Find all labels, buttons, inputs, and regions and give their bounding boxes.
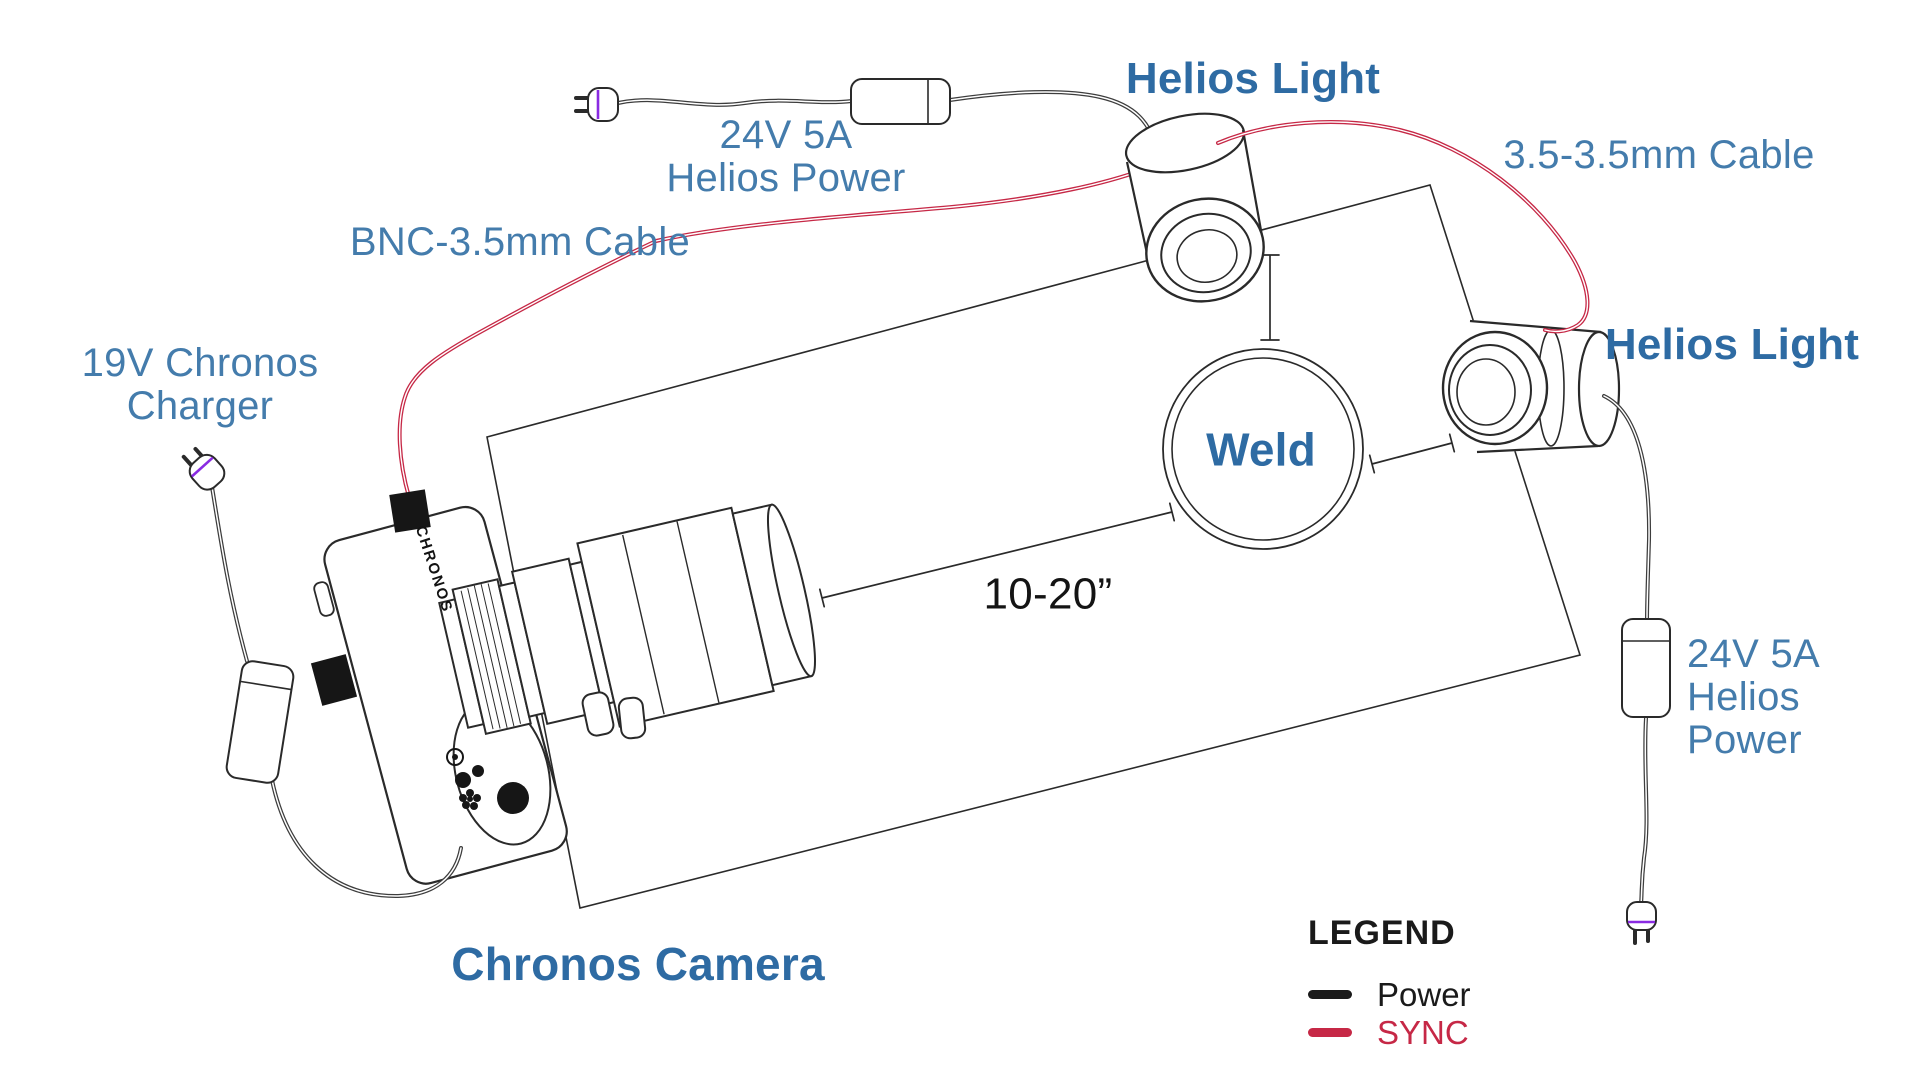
helios-right-power-line3: Power — [1687, 718, 1802, 762]
camera-lens — [438, 503, 816, 740]
helios-top-power-brick — [850, 78, 951, 125]
dimension-camera-to-weld — [818, 502, 1176, 608]
helios-top-power-label: 24V 5A Helios Power — [666, 114, 905, 200]
legend: LEGEND Power SYNC — [1308, 916, 1471, 1051]
dimension-lines — [818, 254, 1456, 608]
lens-knurling — [460, 583, 522, 730]
helios-right-power-line1: 24V 5A — [1687, 632, 1821, 676]
camera-record-button — [497, 782, 529, 814]
helios-top-power-line1: 24V 5A — [719, 113, 853, 157]
helios-right-power-label: 24V 5A Helios Power — [1687, 633, 1820, 762]
lens-switch-tab — [617, 696, 647, 740]
plug-prongs — [1633, 929, 1650, 945]
camera-distance-label: 10-20” — [983, 569, 1113, 619]
chronos-charger-cable — [210, 485, 463, 899]
camera-buttons — [446, 748, 529, 814]
plug-purple-stripe — [191, 456, 214, 478]
jack-cable-label: 3.5-3.5mm Cable — [1503, 133, 1815, 177]
legend-power-label: Power — [1377, 975, 1471, 1013]
helios-right-power-brick — [1621, 618, 1671, 718]
legend-sync-label: SYNC — [1377, 1013, 1469, 1051]
bnc-sync-cable — [397, 162, 1160, 499]
helios-light-right-label: Helios Light — [1604, 320, 1860, 369]
bnc-connector — [389, 489, 431, 533]
bnc-cable-label: BNC-3.5mm Cable — [349, 220, 691, 264]
legend-row-sync: SYNC — [1308, 1013, 1471, 1051]
power-line-swatch — [1308, 989, 1352, 999]
helios-top-wall-plug-icon — [574, 87, 619, 122]
helios-top-power-cable — [616, 90, 1160, 154]
legend-title: LEGEND — [1308, 914, 1456, 952]
legend-row-power: Power — [1308, 975, 1471, 1013]
lens-switch-tab — [581, 691, 615, 737]
chronos-camera-body — [310, 505, 568, 885]
camera-side-latch — [313, 581, 335, 617]
helios-light-top-label: Helios Light — [1125, 54, 1381, 103]
helios-light-right-figure — [1441, 319, 1621, 454]
jack-sync-cable — [1216, 119, 1590, 334]
chronos-charger-brick — [225, 660, 295, 784]
helios-light-top-figure — [1124, 112, 1265, 303]
weld-label: Weld — [1206, 423, 1316, 476]
helios-right-wall-plug-icon — [1626, 901, 1657, 945]
chronos-charger-line2: Charger — [126, 384, 274, 428]
camera-vent-grille — [310, 654, 358, 706]
sync-line-swatch — [1308, 1027, 1352, 1037]
chronos-charger-line1: 19V Chronos — [81, 341, 319, 385]
helios-right-power-line2: Helios — [1687, 675, 1800, 719]
helios-right-power-cable — [1602, 394, 1652, 906]
camera-jog-wheel — [459, 789, 481, 810]
helios-top-power-line2: Helios Power — [666, 156, 906, 200]
chronos-charger-plug-icon — [181, 446, 226, 491]
chronos-camera-label: Chronos Camera — [451, 938, 825, 990]
dimension-weld-to-right-light — [1368, 433, 1456, 474]
chronos-charger-label: 19V Chronos Charger — [82, 342, 319, 428]
weld-circle — [1162, 348, 1364, 550]
